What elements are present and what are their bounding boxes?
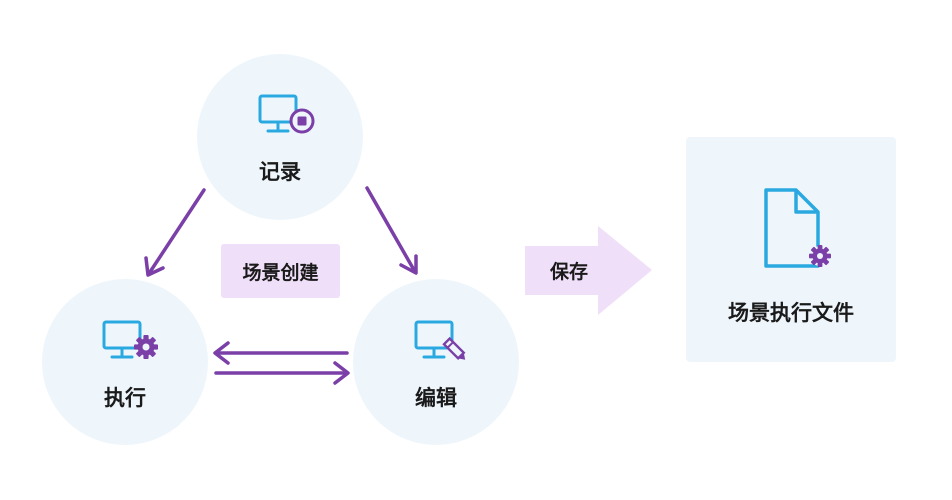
execute-node [42, 279, 208, 445]
file-gear-icon [764, 188, 831, 268]
scene-create-tag: 场景创建 [221, 244, 340, 298]
save-arrow [525, 226, 652, 315]
save-label: 保存 [549, 261, 588, 283]
arrow-execute-to-edit [214, 361, 350, 385]
output-label: 场景执行文件 [728, 301, 854, 325]
monitor-gear-icon [102, 320, 158, 359]
monitor-record-icon [258, 94, 315, 134]
arrow-record-to-execute [144, 188, 206, 277]
record-node [197, 54, 363, 220]
record-label: 记录 [259, 160, 301, 184]
output-panel [686, 137, 896, 362]
monitor-pencil-icon [414, 320, 466, 361]
arrow-record-to-edit [365, 186, 418, 275]
edit-node [353, 279, 519, 445]
edit-label: 编辑 [415, 386, 457, 410]
execute-label: 执行 [104, 386, 146, 410]
arrow-edit-to-execute [213, 341, 349, 365]
